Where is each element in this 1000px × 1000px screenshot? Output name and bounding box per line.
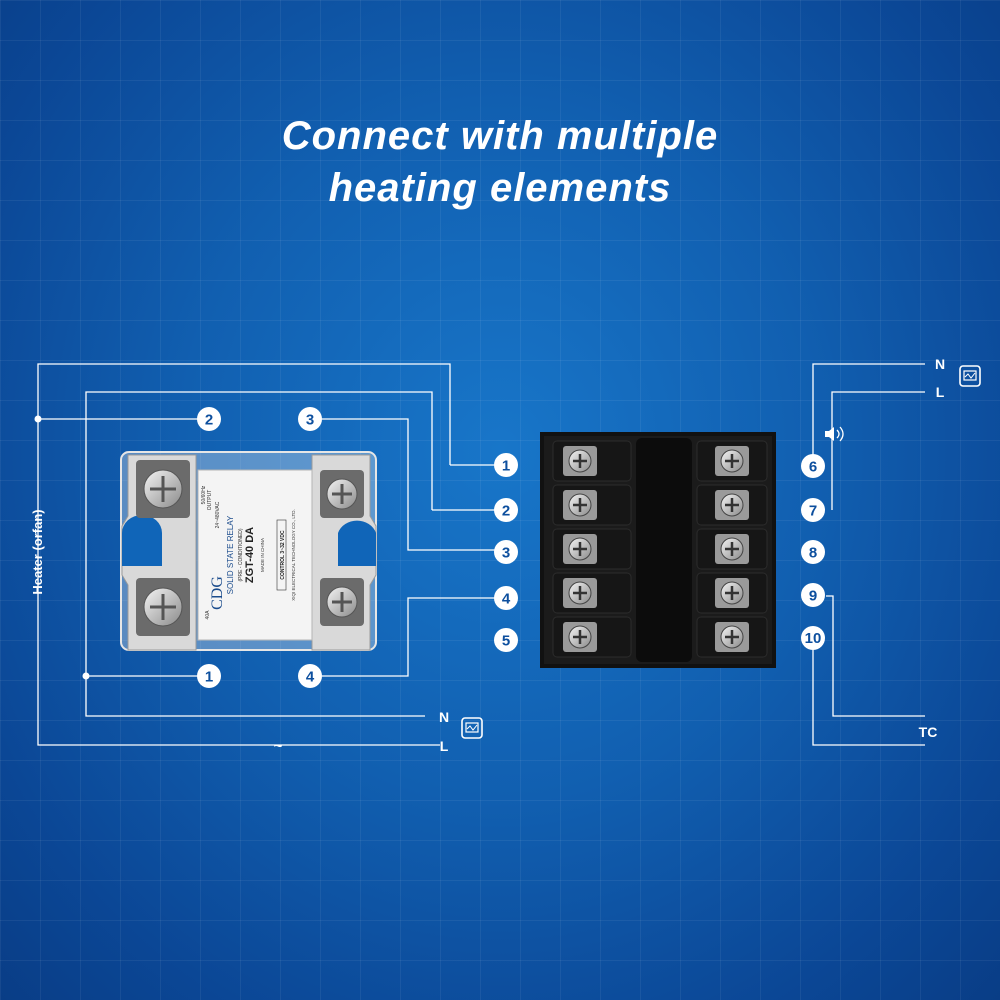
right-l-label: L [936,384,945,400]
relay-pin-1-badge [197,664,221,688]
tilde-label: ~ [274,738,283,755]
left-wires [34,363,495,746]
left-n-label: N [439,709,449,725]
relay-output-voltage: 24~480VAC [215,501,221,528]
svg-text:7: 7 [809,503,817,520]
relay-brand: CDG [209,576,226,610]
relay-label: ZGT-40 DA SOLID STATE RELAY (PRE - CONDI… [201,485,296,619]
controller-pin-8-badge [801,540,825,564]
relay-pin-3-badge [298,407,322,431]
power-supply-icon [461,717,483,739]
relay-subtitle: (PRE - CONDITIONED) [238,528,244,581]
speaker-icon [825,426,844,442]
svg-text:3: 3 [502,545,510,562]
title-line-1: Connect with multiple [281,114,719,158]
relay-made-in: MADE IN CHINA [260,538,265,572]
controller-terminal-left-3 [563,534,597,564]
controller-terminal-left-2 [563,490,597,520]
controller-terminal-right-10 [715,622,749,652]
relay-pin-badges: 2 3 1 4 [197,407,322,688]
controller-pin-4-badge [494,586,518,610]
svg-text:3: 3 [306,412,314,429]
controller-pin-5-badge [494,628,518,652]
svg-text:4: 4 [502,591,511,608]
controller-terminal-right-9 [715,578,749,608]
controller-terminal-left-1 [563,446,597,476]
controller-left-badges: 1 2 3 4 5 [494,453,518,652]
controller-pin-2-badge [494,498,518,522]
solid-state-relay: ZGT-40 DA SOLID STATE RELAY (PRE - CONDI… [120,451,377,651]
relay-output-freq: 50/60Hz [201,485,207,504]
right-wires [812,363,925,746]
controller-pin-10-badge [801,626,825,650]
controller-pin-7-badge [801,498,825,522]
svg-text:10: 10 [805,630,822,647]
power-supply-icon [959,365,981,387]
svg-text:8: 8 [809,545,817,562]
temperature-controller [540,432,776,668]
left-l-label: L [440,738,449,754]
right-n-label: N [935,356,945,372]
title-line-2: heating elements [328,166,672,210]
controller-pin-6-badge [801,454,825,478]
controller-pin-9-badge [801,583,825,607]
controller-terminal-left-5 [563,622,597,652]
controller-terminal-right-7 [715,490,749,520]
svg-text:9: 9 [809,588,817,605]
relay-control: CONTROL 3~32 VDC [280,530,286,580]
relay-output: OUTPUT [207,490,213,511]
controller-pin-1-badge [494,453,518,477]
svg-text:4: 4 [306,669,315,686]
heater-label: Heater (orfan) [30,509,45,594]
svg-text:6: 6 [809,459,817,476]
tc-label: TC [919,724,938,740]
relay-pin-4-badge [298,664,322,688]
svg-text:2: 2 [205,412,213,429]
relay-maker: XIQI ELECTRICAL TECHNOLOGY CO., LTD. [291,509,296,601]
relay-name: SOLID STATE RELAY [226,515,235,594]
controller-terminal-right-6 [715,446,749,476]
svg-text:2: 2 [502,503,510,520]
relay-pin-2-badge [197,407,221,431]
relay-current: 40A [205,610,211,620]
controller-pin-3-badge [494,540,518,564]
relay-model: ZGT-40 DA [244,527,256,583]
controller-right-badges: 6 7 8 9 10 [801,454,825,650]
controller-terminal-right-8 [715,534,749,564]
controller-terminal-left-4 [563,578,597,608]
svg-text:1: 1 [502,458,510,475]
svg-text:1: 1 [205,669,213,686]
svg-text:5: 5 [502,633,510,650]
